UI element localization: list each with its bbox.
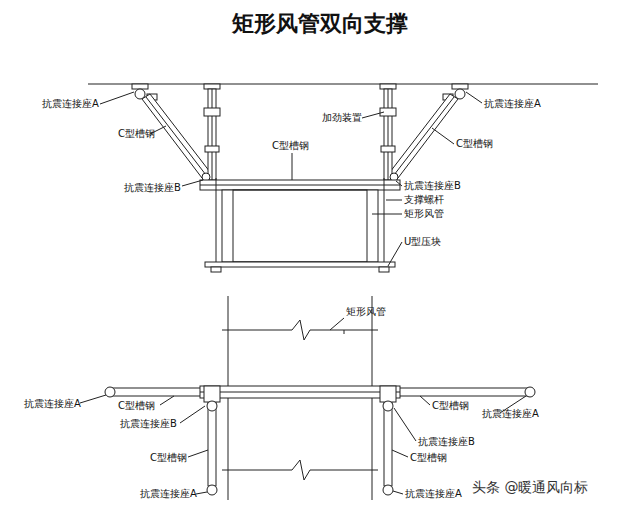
channel-label: C型槽钢	[272, 140, 309, 152]
stiffener-label: 加劲装置	[322, 112, 362, 124]
duct-label: 矩形风管	[404, 208, 444, 220]
seat-label: 抗震连接座A	[482, 408, 539, 420]
seat-label: 抗震连接座A	[42, 98, 99, 110]
clamp-label: U型压块	[404, 236, 441, 248]
seat-label: 抗震连接座B	[404, 180, 461, 192]
seat-label: 抗震连接座A	[140, 488, 197, 500]
channel-label: C型槽钢	[118, 128, 155, 140]
seat-label: 抗震连接座B	[120, 418, 177, 430]
channel-label: C型槽钢	[118, 400, 155, 412]
duct-label: 矩形风管	[346, 306, 386, 318]
channel-label: C型槽钢	[456, 138, 493, 150]
seat-label: 抗震连接座A	[484, 98, 541, 110]
channel-label: C型槽钢	[410, 452, 447, 464]
seat-label: 抗震连接座B	[124, 182, 181, 194]
plan-view	[80, 296, 535, 500]
watermark: 头条 @暖通风向标	[470, 478, 590, 496]
diagram-title: 矩形风管双向支撑	[0, 10, 640, 38]
seat-label: 抗震连接座A	[405, 488, 462, 500]
channel-label: C型槽钢	[432, 400, 469, 412]
seat-label: 抗震连接座B	[418, 436, 475, 448]
rod-label: 支撑螺杆	[404, 194, 444, 206]
elevation-view	[88, 84, 598, 272]
channel-label: C型槽钢	[150, 452, 187, 464]
seat-label: 抗震连接座A	[24, 398, 81, 410]
